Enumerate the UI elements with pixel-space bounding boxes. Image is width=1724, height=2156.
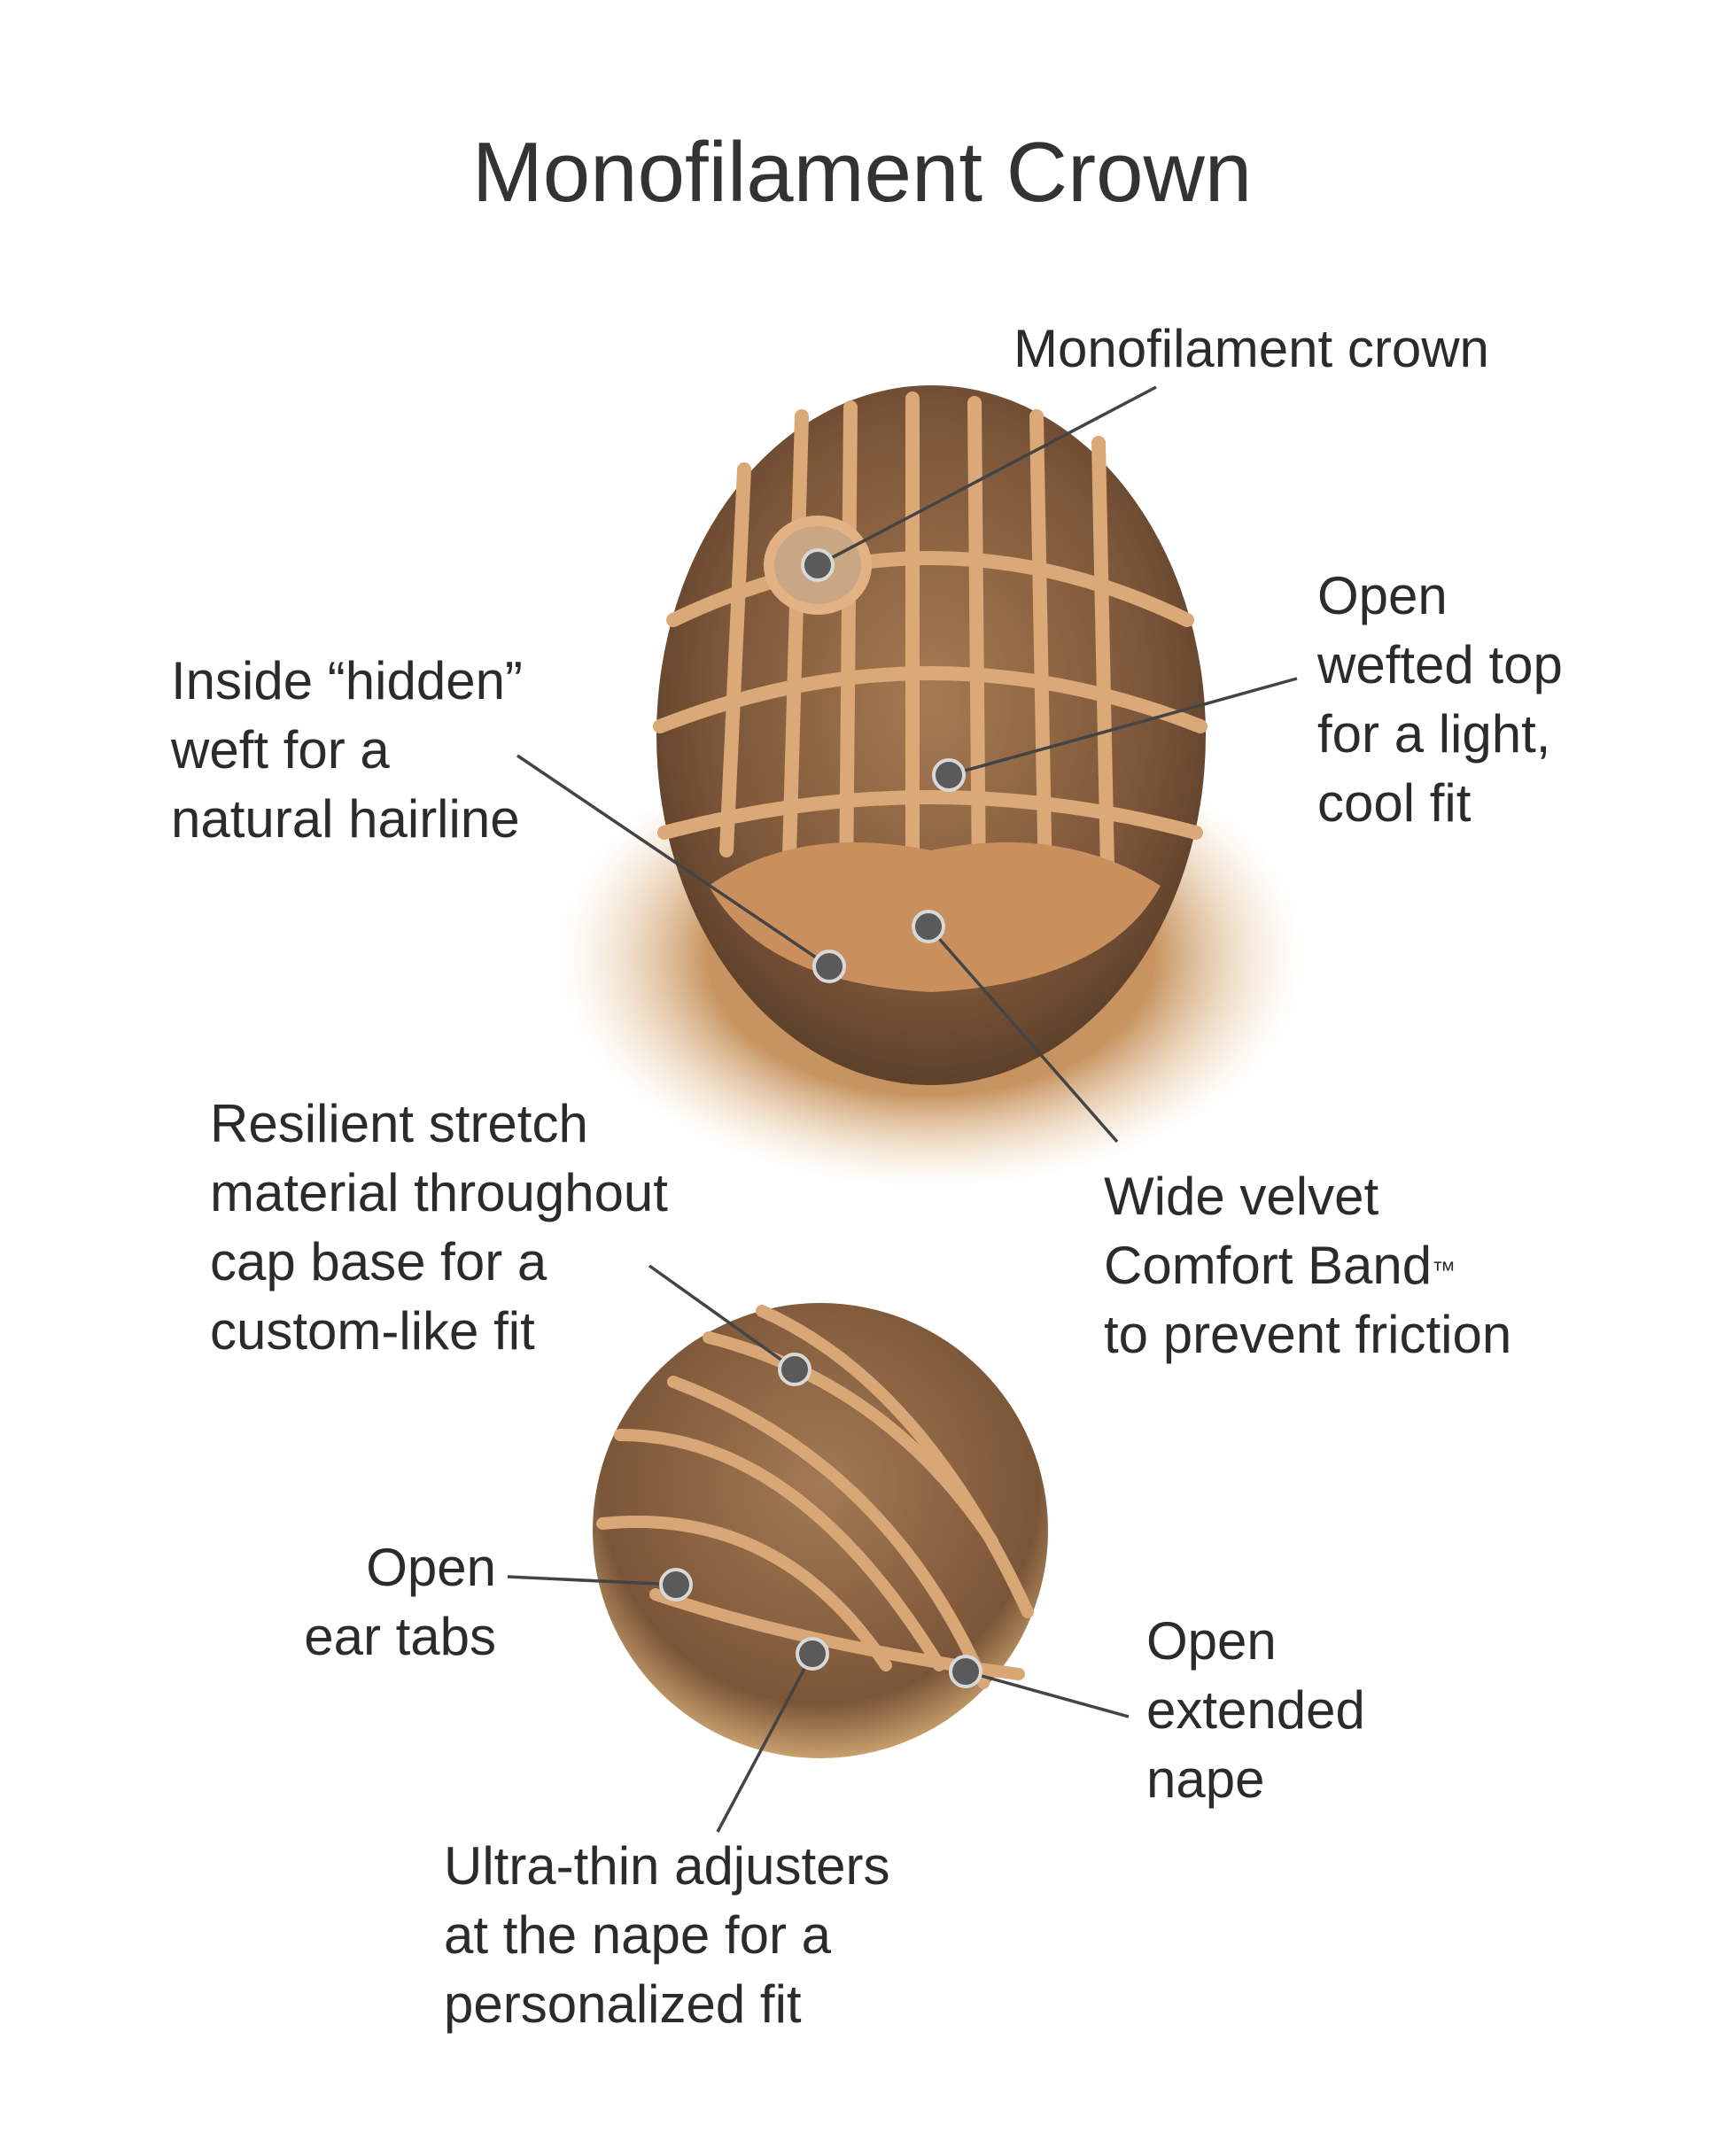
callout-line: weft for a xyxy=(171,720,390,779)
callout-line: Inside “hidden” xyxy=(171,651,523,710)
callout-line: custom-like fit xyxy=(210,1301,535,1361)
callout-line: Open xyxy=(366,1538,496,1597)
callout-line: ear tabs xyxy=(304,1607,496,1666)
callout-hidden-weft: Inside “hidden” weft for a natural hairl… xyxy=(171,647,523,854)
callout-line: Comfort Band™ xyxy=(1104,1231,1511,1300)
trademark-symbol: ™ xyxy=(1432,1257,1456,1284)
page-title: Monofilament Crown xyxy=(471,125,1253,220)
callout-line: Ultra-thin adjusters xyxy=(444,1836,890,1896)
callout-stretch-material: Resilient stretch material throughout ca… xyxy=(210,1090,668,1366)
callout-monofilament-crown: Monofilament crown xyxy=(1013,314,1489,384)
callout-line: nape xyxy=(1146,1749,1265,1809)
callout-line: at the nape for a xyxy=(444,1905,831,1965)
callout-line: cap base for a xyxy=(210,1232,547,1291)
callout-line: extended xyxy=(1146,1680,1365,1740)
callout-line: Monofilament crown xyxy=(1013,319,1489,378)
bottom-wig-cap xyxy=(593,1303,1048,1758)
callout-dots xyxy=(659,548,982,1688)
callout-line: natural hairline xyxy=(171,789,520,849)
callout-extended-nape: Open extended nape xyxy=(1146,1607,1365,1814)
callout-text: Comfort Band xyxy=(1104,1236,1433,1295)
callout-velvet-band: Wide velvet Comfort Band™ to prevent fri… xyxy=(1104,1162,1511,1369)
callout-line: to prevent friction xyxy=(1104,1305,1512,1364)
callout-line: cool fit xyxy=(1317,773,1472,833)
callout-ear-tabs: Open ear tabs xyxy=(304,1533,496,1671)
callout-line: Wide velvet xyxy=(1104,1167,1379,1226)
callout-adjusters: Ultra-thin adjusters at the nape for a p… xyxy=(444,1832,890,2039)
callout-line: for a light, xyxy=(1317,704,1551,764)
callout-line: material throughout xyxy=(210,1163,668,1222)
callout-line: personalized fit xyxy=(444,1974,802,2034)
callout-line: wefted top xyxy=(1317,635,1563,694)
callout-line: Open xyxy=(1317,566,1448,625)
callout-open-wefted-top: Open wefted top for a light, cool fit xyxy=(1317,562,1563,838)
leader-lines xyxy=(507,385,1298,1833)
callout-line: Open xyxy=(1146,1611,1277,1671)
callout-line: Resilient stretch xyxy=(210,1094,588,1153)
